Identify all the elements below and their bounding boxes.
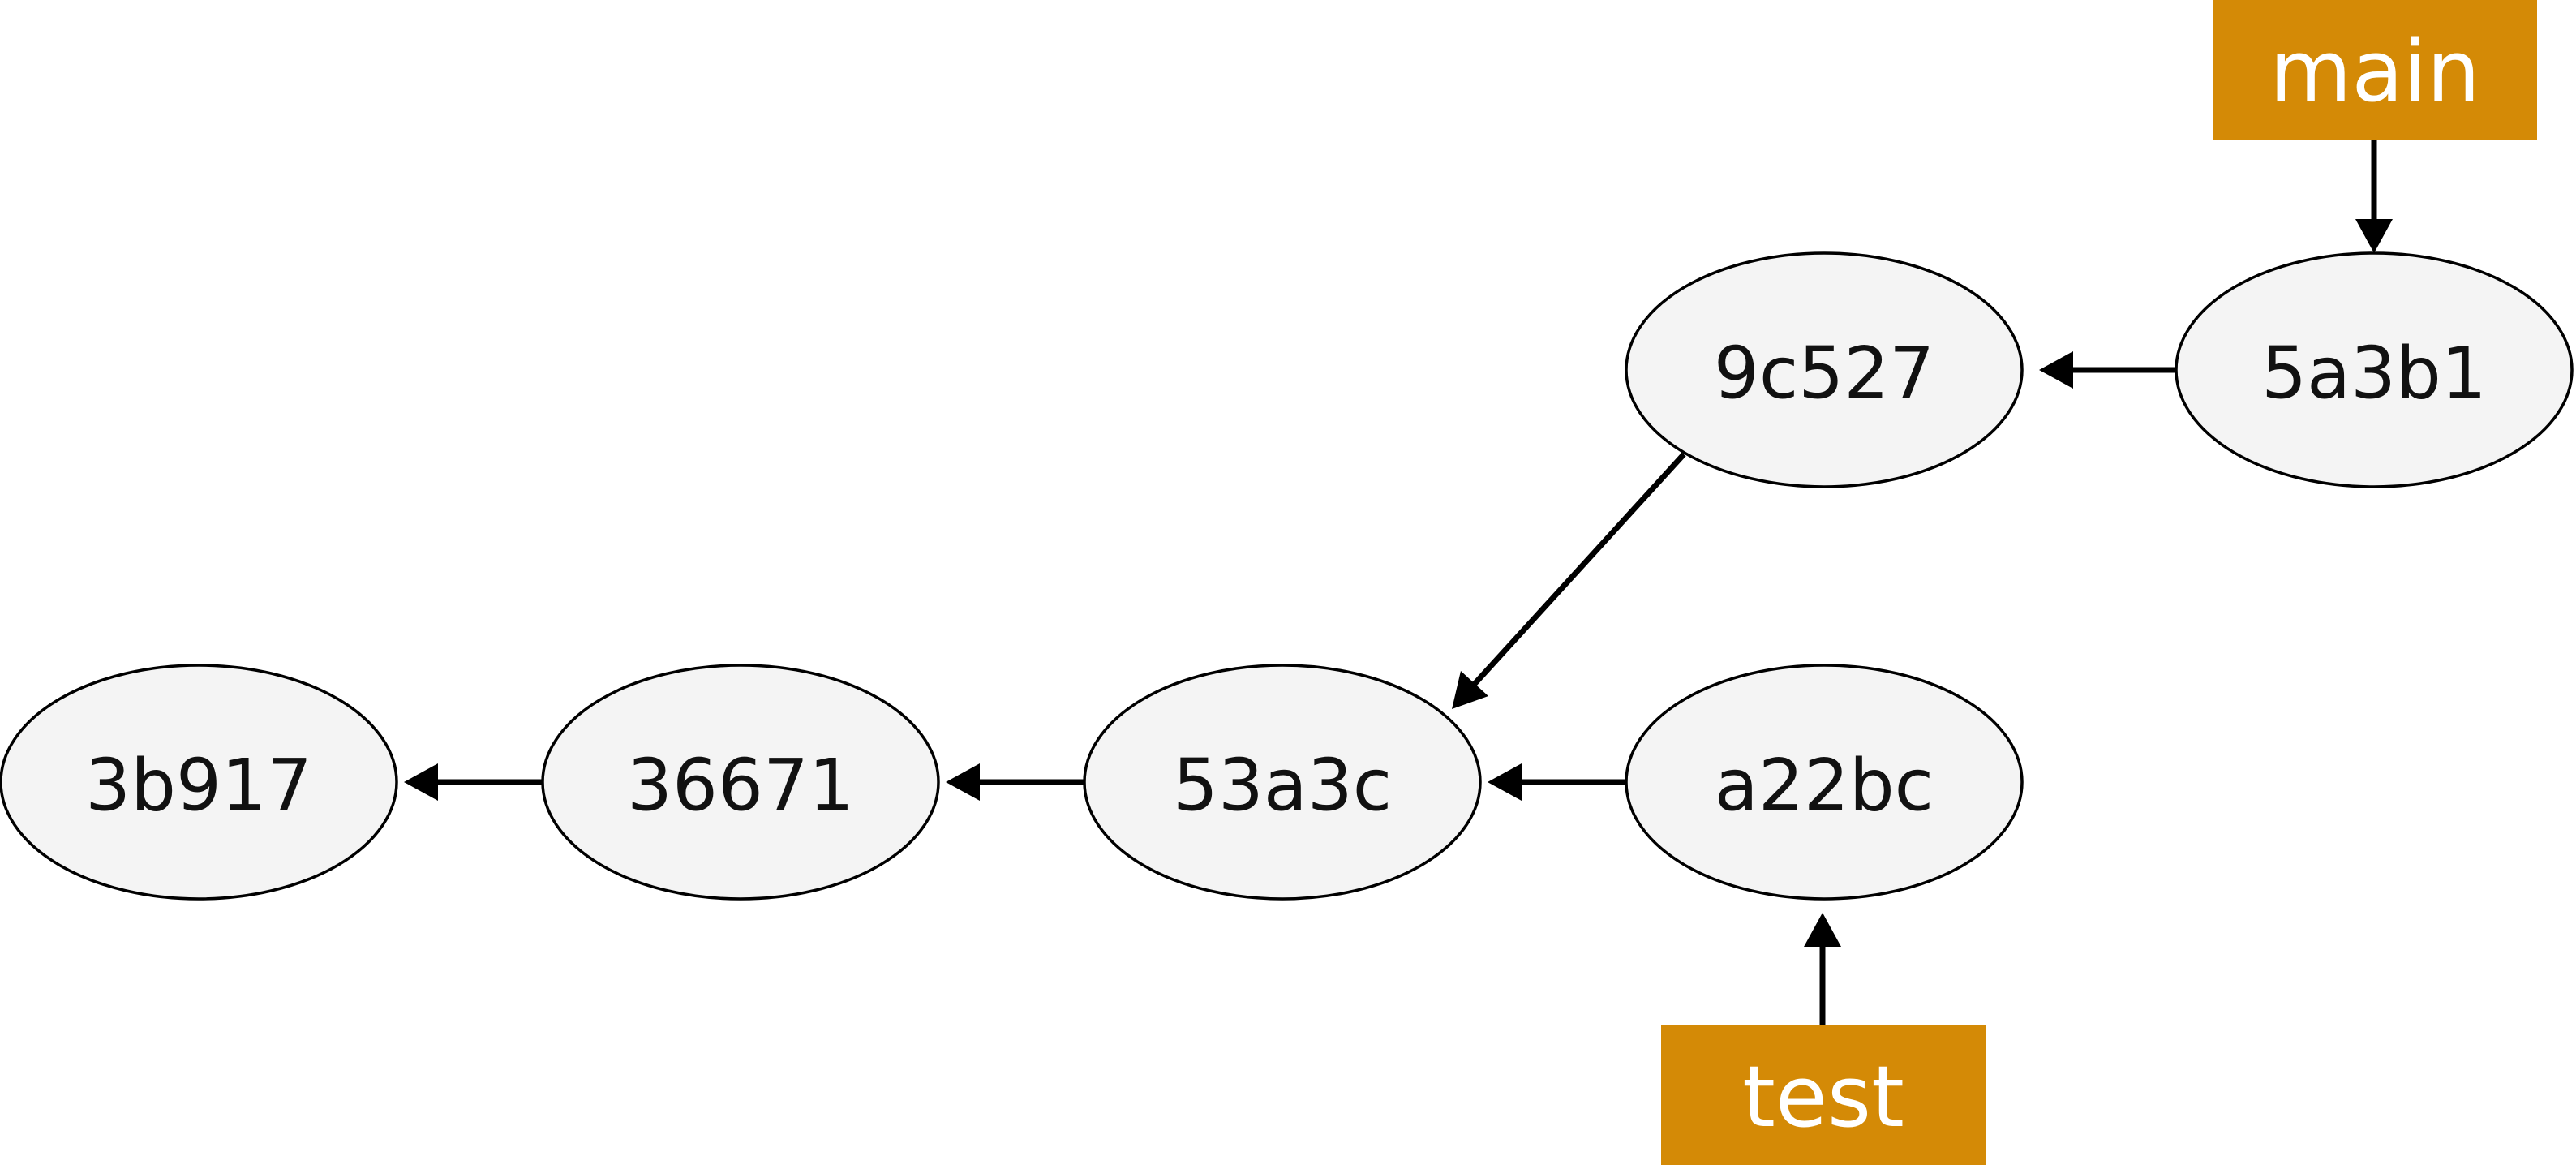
- branch-label-main: main: [2269, 22, 2480, 121]
- commit-node-3b917: 3b917: [0, 664, 398, 901]
- branch-test: test: [1661, 1025, 1986, 1165]
- commit-label: a22bc: [1715, 744, 1934, 828]
- branch-labels: main test: [1661, 0, 2537, 1165]
- branch-main: main: [2213, 0, 2537, 140]
- branch-label-test: test: [1742, 1047, 1904, 1146]
- commit-label: 5a3b1: [2261, 332, 2487, 415]
- commit-label: 9c527: [1714, 332, 1934, 415]
- commit-node-a22bc: a22bc: [1625, 664, 2024, 901]
- edge-36671-to-3b917: [404, 763, 542, 801]
- commit-node-53a3c: 53a3c: [1083, 664, 1482, 901]
- commit-nodes: 3b917 36671 53a3c a22bc 9c527 5a3b1: [0, 251, 2574, 901]
- edge-a22bc-to-53a3c: [1488, 763, 1625, 801]
- edge-5a3b1-to-9c527: [2039, 351, 2175, 389]
- commit-label: 36671: [627, 744, 854, 828]
- commit-node-9c527: 9c527: [1625, 251, 2024, 488]
- commit-label: 53a3c: [1173, 744, 1392, 828]
- edge-test-to-a22bc: [1804, 913, 1841, 1025]
- commit-label: 3b917: [85, 744, 312, 828]
- edge-9c527-to-53a3c: [1452, 452, 1686, 709]
- edge-main-to-5a3b1: [2355, 140, 2393, 253]
- edge-53a3c-to-36671: [946, 763, 1084, 801]
- commit-node-5a3b1: 5a3b1: [2175, 251, 2574, 488]
- commit-node-36671: 36671: [541, 664, 940, 901]
- edges: [404, 140, 2393, 1025]
